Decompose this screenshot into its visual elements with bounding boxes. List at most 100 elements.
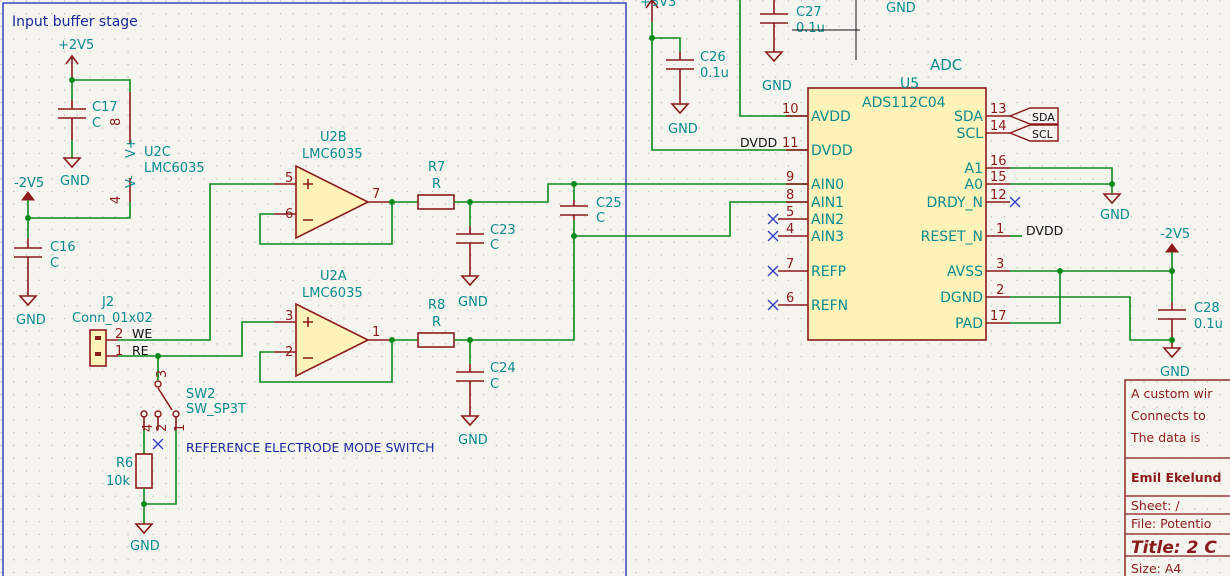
svg-text:SW_SP3T: SW_SP3T <box>186 402 246 417</box>
switch-sw2[interactable]: 3 4 2 1 SW2 SW_SP3T <box>140 370 246 432</box>
svg-text:GND: GND <box>668 122 698 137</box>
power-p3v3[interactable]: +3V3 <box>640 0 676 22</box>
sda-global-label[interactable]: SDA <box>1008 107 1059 125</box>
title-size: Size: A4 <box>1131 561 1181 576</box>
svg-text:2: 2 <box>155 424 170 432</box>
svg-text:10k: 10k <box>106 474 131 489</box>
capacitor-c25[interactable]: C25 C <box>560 196 622 226</box>
svg-text:Conn_01x02: Conn_01x02 <box>72 311 153 326</box>
svg-text:4: 4 <box>786 222 794 237</box>
gnd-symbol-c27: GND <box>762 51 792 94</box>
svg-text:AIN2: AIN2 <box>811 212 844 228</box>
svg-text:12: 12 <box>990 188 1007 203</box>
svg-text:-2V5: -2V5 <box>14 176 44 191</box>
svg-text:R7: R7 <box>428 160 445 175</box>
svg-text:C28: C28 <box>1194 301 1220 316</box>
connector-j2[interactable]: J2 Conn_01x02 2 1 WE RE <box>72 295 153 367</box>
gnd-symbol-c26: GND <box>668 103 698 137</box>
title-block: A custom wir Connects to The data is Emi… <box>1124 379 1230 576</box>
gnd-label-top: GND <box>886 1 916 16</box>
capacitor-c27[interactable]: C27 0.1u <box>760 0 825 52</box>
svg-text:3: 3 <box>285 309 293 324</box>
svg-text:U2B: U2B <box>320 130 347 145</box>
svg-text:C: C <box>490 377 499 392</box>
svg-text:V-: V- <box>124 175 139 188</box>
capacitor-c26[interactable]: C26 0.1u <box>666 50 729 104</box>
resistor-r6[interactable]: R6 10k <box>106 453 153 489</box>
capacitor-c28[interactable]: C28 0.1u <box>1158 301 1223 348</box>
svg-text:V+: V+ <box>124 138 139 158</box>
svg-text:17: 17 <box>990 309 1007 324</box>
svg-text:GND: GND <box>762 79 792 94</box>
svg-text:REFP: REFP <box>811 264 846 280</box>
capacitor-c17[interactable]: C17 C <box>58 100 118 140</box>
svg-text:GND: GND <box>1160 365 1190 380</box>
svg-text:DRDY_N: DRDY_N <box>926 195 983 211</box>
svg-text:13: 13 <box>990 102 1007 117</box>
svg-text:GND: GND <box>16 313 46 328</box>
svg-text:PAD: PAD <box>955 316 983 332</box>
svg-text:4: 4 <box>109 196 124 204</box>
svg-text:R: R <box>432 315 441 330</box>
adc-u5[interactable]: ADC U5 ADS112C04 <box>807 56 987 341</box>
svg-text:C: C <box>50 256 59 271</box>
svg-text:LMC6035: LMC6035 <box>302 286 363 301</box>
no-connect-adc-left <box>767 213 779 311</box>
capacitor-c16[interactable]: C16 C <box>14 238 76 296</box>
svg-text:1: 1 <box>173 424 188 432</box>
svg-text:9: 9 <box>786 170 794 185</box>
svg-text:AVDD: AVDD <box>811 109 851 125</box>
svg-text:0.1u: 0.1u <box>796 21 825 36</box>
gnd-symbol-c23: GND <box>458 275 488 310</box>
svg-text:RE: RE <box>132 343 149 358</box>
no-connect-sw2-2 <box>152 438 164 450</box>
svg-text:15: 15 <box>990 170 1007 185</box>
svg-text:U2A: U2A <box>320 269 347 284</box>
power-m2v5-left[interactable]: -2V5 <box>14 176 44 201</box>
svg-text:GND: GND <box>130 539 160 554</box>
opamp-u2a[interactable]: 3 2 1 U2A LMC6035 <box>274 269 390 378</box>
resistor-r8[interactable]: R8 R <box>417 298 455 348</box>
svg-text:DGND: DGND <box>940 290 983 306</box>
svg-text:-2V5: -2V5 <box>1160 227 1190 242</box>
svg-text:RESET_N: RESET_N <box>921 229 983 245</box>
svg-text:4: 4 <box>141 424 156 432</box>
adc-right-pins: 13 SDA 14 SCL 16 A1 15 A0 12 DRDY_N 1 RE… <box>921 102 1010 332</box>
title-file: File: Potentio <box>1131 516 1211 531</box>
capacitor-c23[interactable]: C23 C <box>456 223 516 276</box>
svg-text:14: 14 <box>990 119 1007 134</box>
title-name: Title: 2 C <box>1131 538 1217 558</box>
svg-text:J2: J2 <box>101 295 114 310</box>
svg-text:C: C <box>490 238 499 253</box>
dvdd-net-label-right: DVDD <box>1026 223 1063 238</box>
svg-text:8: 8 <box>109 118 124 126</box>
capacitor-c24[interactable]: C24 C <box>456 361 516 416</box>
svg-text:R: R <box>432 177 441 192</box>
power-m2v5-right[interactable]: -2V5 <box>1160 227 1190 253</box>
svg-text:11: 11 <box>782 136 799 151</box>
svg-text:SCL: SCL <box>957 126 984 142</box>
svg-text:0.1u: 0.1u <box>1194 317 1223 332</box>
resistor-r7[interactable]: R7 R <box>417 160 455 210</box>
svg-text:2: 2 <box>115 327 123 342</box>
svg-text:1: 1 <box>372 325 380 340</box>
svg-text:C23: C23 <box>490 223 516 238</box>
svg-text:10: 10 <box>782 102 799 117</box>
svg-text:LMC6035: LMC6035 <box>302 147 363 162</box>
svg-text:AIN0: AIN0 <box>811 177 844 193</box>
scl-global-label[interactable]: SCL <box>1008 124 1059 142</box>
svg-text:2: 2 <box>285 345 293 360</box>
svg-text:C16: C16 <box>50 240 76 255</box>
gnd-symbol-c16: GND <box>16 295 46 328</box>
svg-text:C17: C17 <box>92 100 118 115</box>
svg-text:8: 8 <box>786 188 794 203</box>
opamp-u2b[interactable]: 5 6 7 U2B LMC6035 <box>274 130 390 240</box>
gnd-symbol-r6: GND <box>130 523 160 554</box>
svg-text:A1: A1 <box>965 161 983 177</box>
power-p2v5[interactable]: +2V5 <box>58 38 94 80</box>
svg-text:WE: WE <box>132 326 152 341</box>
svg-text:C24: C24 <box>490 361 516 376</box>
opamp-power-u2c[interactable]: 8 V+ V- 4 U2C LMC6035 <box>109 92 205 204</box>
